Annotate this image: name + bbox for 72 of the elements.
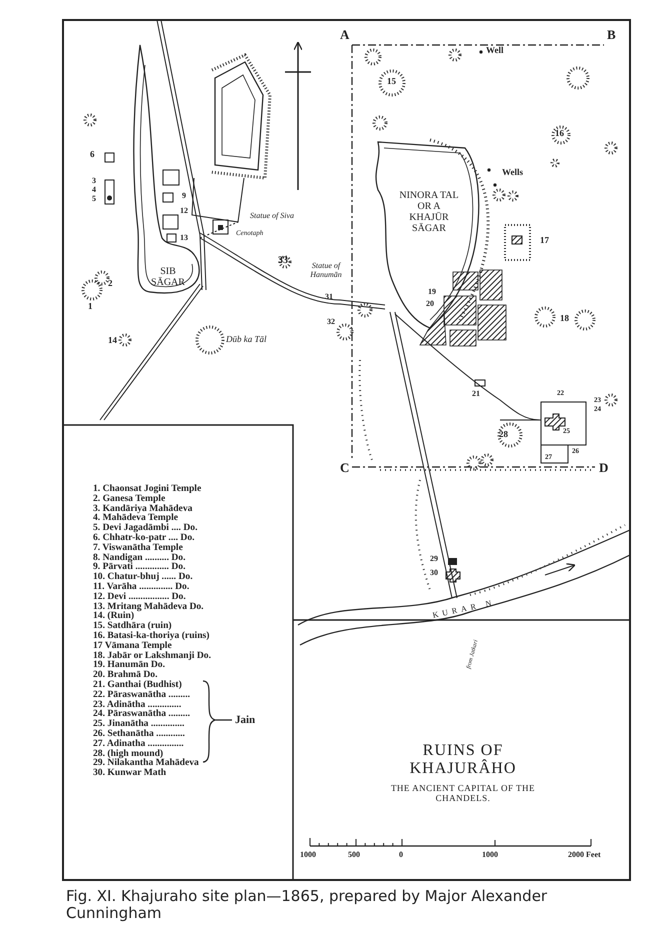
grid-letter: C (340, 461, 350, 476)
site-number: 29 (430, 555, 438, 564)
key-entry: 11. Varāha .............. Do. (93, 582, 190, 592)
figure-caption: Fig. XI. Khajuraho site plan—1865, prepared by Major Alexander Cunningham (66, 888, 548, 921)
group-label: Jain (235, 714, 256, 726)
map-label: SIB SĀGAR (150, 266, 186, 288)
key-entry: 5. Devi Jagadāmbi .... Do. (93, 523, 198, 534)
key-entry: 16. Batasi-ka-thoriya (ruins) (93, 631, 210, 641)
key-entry: 7. Viswanātha Temple (93, 542, 183, 553)
site-number: 2 (108, 279, 112, 289)
site-number: 9 (182, 192, 186, 201)
key-entry: 23. Adinātha .............. (93, 700, 182, 710)
map-label: Well (486, 46, 504, 56)
key-entry: 25. Jinanātha .............. (93, 719, 184, 730)
site-number: 12 (180, 207, 188, 216)
key-entry: 30. Kunwar Math (93, 768, 166, 779)
key-entry: 6. Chhatr-ko-patr .... Do. (93, 533, 195, 543)
site-number: 5 (92, 195, 96, 204)
key-entry: 17 Vāmana Temple (93, 640, 172, 651)
key-entry: 4. Mahādeva Temple (93, 513, 178, 524)
grid-letter: D (599, 461, 608, 476)
site-number: 3 (92, 177, 96, 186)
scale-label: 1000 (482, 851, 498, 860)
key-entry: 20. Brahmā Do. (93, 670, 158, 680)
map-title: RUINS OF KHAJURÂHO (408, 742, 518, 778)
site-number: 4 (92, 186, 96, 195)
site-number: 28 (499, 430, 508, 440)
key-entry: 27. Adinatha ............... (93, 738, 184, 749)
key-entry: 14. (Ruin) (93, 611, 134, 622)
subtitle: THE ANCIENT CAPITAL OF THE CHANDELS. (390, 784, 536, 804)
site-number: 14 (108, 336, 117, 346)
site-number: 6 (90, 150, 94, 160)
key-entry: 21. Ganthai (Budhist) (93, 680, 182, 690)
key-entry: 8. Nandigan .......... Do. (93, 552, 186, 563)
site-number: 16 (555, 129, 564, 139)
map-label: Wells (502, 168, 524, 178)
key-entry: 10. Chatur-bhuj ...... Do. (93, 572, 193, 582)
site-number: 17 (540, 236, 549, 246)
key-entry: 24. Pāraswanātha ......... (93, 709, 190, 720)
map-label: Statue of Hanumān (309, 262, 343, 280)
key-entry: 2. Ganesa Temple (93, 494, 166, 504)
site-number: 20 (426, 300, 434, 309)
scale-label: 500 (348, 851, 360, 860)
site-number: 32 (327, 318, 335, 327)
site-number: 15 (387, 77, 396, 87)
key-entry: 19. Hanumān Do. (93, 660, 165, 670)
map-label: Dūb ka Tāl (226, 335, 266, 345)
grid-letter: A (340, 28, 350, 42)
key-entry: 26. Sethanātha ............ (93, 729, 185, 739)
site-number: 21 (472, 390, 480, 399)
site-number: 33 (278, 255, 288, 266)
site-number: 18 (560, 314, 569, 324)
key-entry: 9. Pārvati .............. Do. (93, 562, 186, 572)
map-label: Statue of Siva (250, 212, 294, 221)
key-entry: 22. Pāraswanātha ......... (93, 690, 190, 700)
scale-label: 2000 Feet (568, 851, 601, 860)
scale-label: 1000 (300, 851, 316, 860)
scale-label: 0 (399, 851, 403, 860)
key-entry: 13. Mritang Mahādeva Do. (93, 602, 204, 612)
site-number: 1 (88, 302, 92, 312)
site-number: 30 (430, 569, 438, 578)
key-entry: 12. Devi ................. Do. (93, 592, 186, 602)
key-entry: 3. Kandāriya Mahādeva (93, 504, 192, 514)
key-entry: 29. Nilakantha Mahādeva (93, 758, 199, 768)
key-entry: 1. Chaonsat Jogini Temple (93, 484, 202, 494)
map-label: NINORA TAL OR A KHAJŪR SĀGAR (399, 190, 459, 234)
key-entry: 18. Jabār or Lakshmanji Do. (93, 650, 211, 661)
key-entry: 28. (high mound) (93, 748, 164, 759)
site-number: 13 (180, 234, 188, 243)
site-number: 19 (428, 288, 436, 297)
grid-letter: B (607, 28, 616, 42)
key-entry: 15. Satdhāra (ruin) (93, 621, 172, 632)
